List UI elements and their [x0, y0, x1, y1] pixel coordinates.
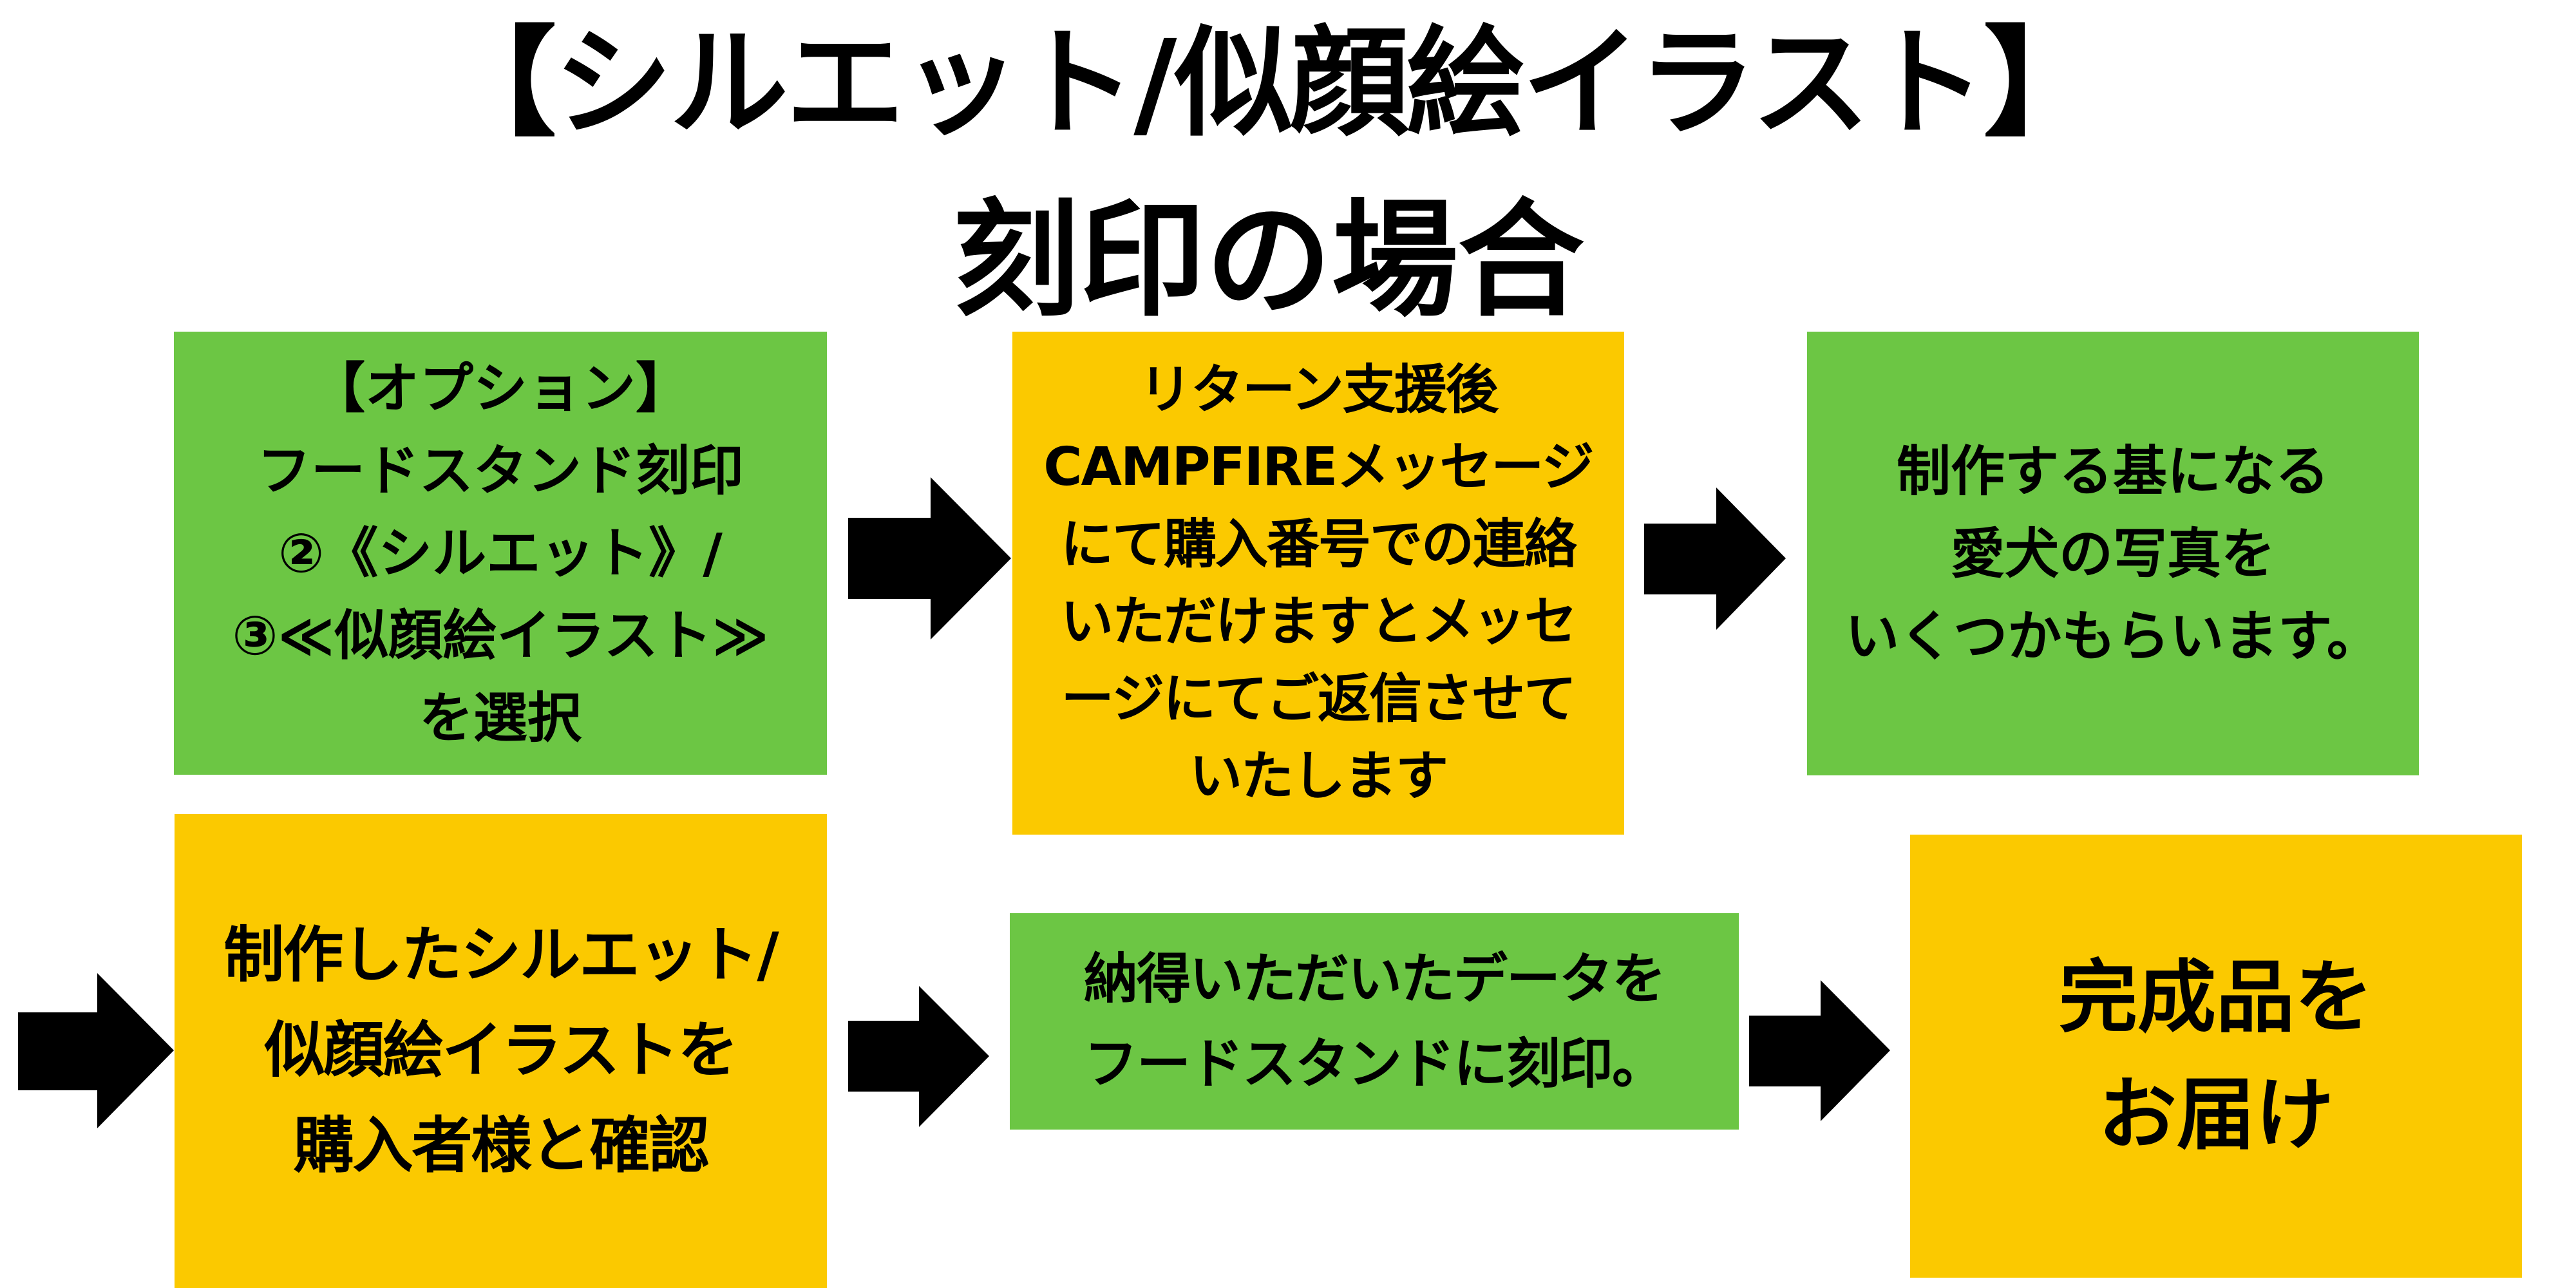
- step-2-text: リターン支援後 CAMPFIREメッセージ にて購入番号での連絡 いただけますと…: [1043, 359, 1594, 807]
- step-4-text: 制作したシルエット/ 似顔絵イラストを 購入者様と確認: [223, 920, 779, 1181]
- right-arrow-icon: [848, 986, 989, 1127]
- right-arrow-icon: [18, 973, 174, 1128]
- title-line-2: 刻印の場合: [952, 187, 1584, 334]
- title-line-1: 【シルエット/似顔絵イラスト】: [438, 15, 2102, 153]
- step-5-text: 納得いただいたデータを フードスタンドに刻印。: [1083, 947, 1666, 1095]
- step-6-text: 完成品を お届け: [2059, 952, 2373, 1160]
- step-2-contact-box: リターン支援後 CAMPFIREメッセージ にて購入番号での連絡 いただけますと…: [1012, 332, 1624, 835]
- step-3-photo-box: 制作する基になる 愛犬の写真を いくつかもらいます。: [1807, 332, 2419, 775]
- step-3-text: 制作する基になる 愛犬の写真を いくつかもらいます。: [1845, 439, 2381, 668]
- step-5-engrave-box: 納得いただいたデータを フードスタンドに刻印。: [1010, 913, 1739, 1130]
- right-arrow-icon: [1644, 488, 1786, 630]
- right-arrow-icon: [848, 477, 1011, 639]
- step-1-text: 【オプション】 フードスタンド刻印 ②《シルエット》/ ③≪似顔絵イラスト≫ を…: [232, 357, 769, 750]
- step-1-select-option-box: 【オプション】 フードスタンド刻印 ②《シルエット》/ ③≪似顔絵イラスト≫ を…: [174, 332, 827, 775]
- step-6-delivery-box: 完成品を お届け: [1910, 835, 2522, 1278]
- step-4-confirm-box: 制作したシルエット/ 似顔絵イラストを 購入者様と確認: [175, 814, 827, 1288]
- right-arrow-icon: [1749, 980, 1890, 1121]
